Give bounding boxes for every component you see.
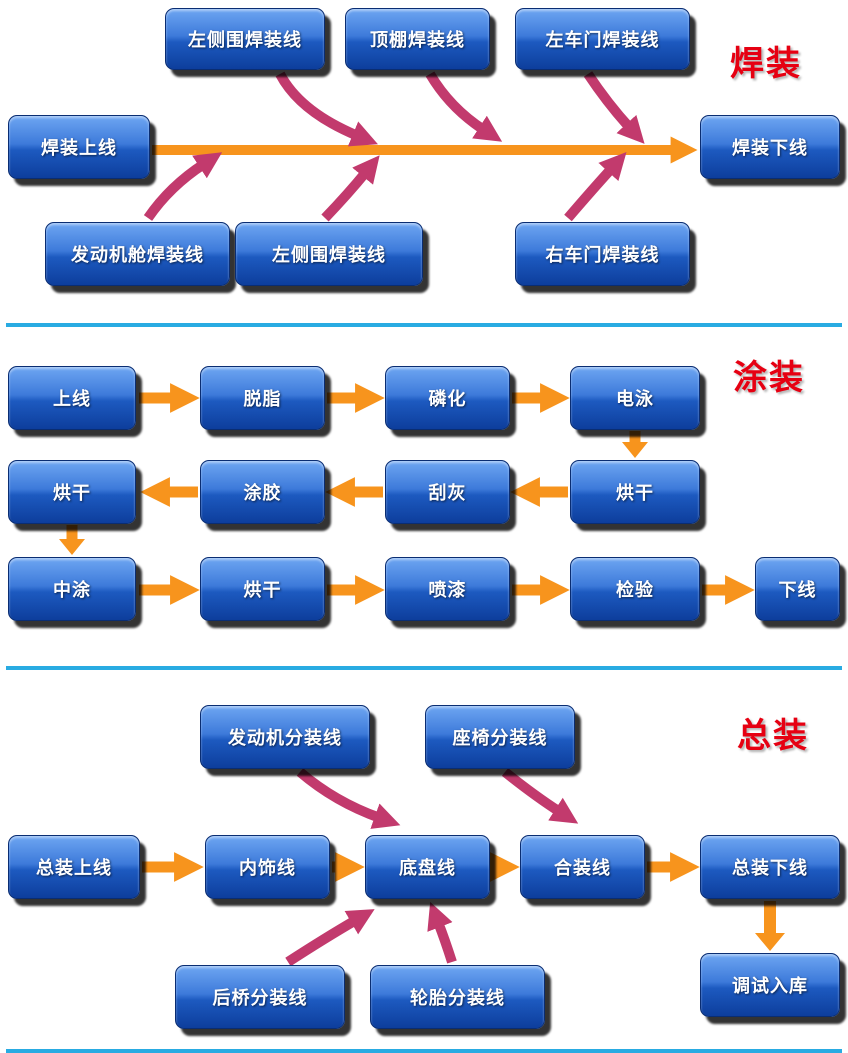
node-weld-right-door: 右车门焊装线 xyxy=(515,222,690,286)
node-paint-dry-3: 烘干 xyxy=(200,557,325,621)
node-paint-dry-2: 烘干 xyxy=(8,460,136,524)
node-asm-final-storage: 调试入库 xyxy=(700,953,840,1017)
arrow-weld-left-door xyxy=(583,71,645,144)
node-paint-phosphate: 磷化 xyxy=(385,366,510,430)
divider-bottom xyxy=(6,1049,842,1053)
node-asm-line-off: 总装下线 xyxy=(700,835,840,899)
divider-welding-painting xyxy=(6,323,842,327)
node-weld-line-off: 焊装下线 xyxy=(700,115,840,179)
section-label-assembly: 总装 xyxy=(737,717,809,755)
node-asm-line-on: 总装上线 xyxy=(8,835,140,899)
node-paint-scrape: 刮灰 xyxy=(385,460,510,524)
node-paint-on: 上线 xyxy=(8,366,136,430)
arrow-weld-roof xyxy=(425,71,503,142)
node-paint-degrease: 脱脂 xyxy=(200,366,325,430)
arrow-asm-engine-sub xyxy=(296,768,401,829)
node-paint-dry-1: 烘干 xyxy=(570,460,700,524)
node-paint-off: 下线 xyxy=(755,557,840,621)
node-paint-glue: 涂胶 xyxy=(200,460,325,524)
node-asm-engine-sub: 发动机分装线 xyxy=(200,705,370,769)
arrow-paint-down-2 xyxy=(59,525,85,555)
node-asm-tire-sub: 轮胎分装线 xyxy=(370,965,545,1029)
node-asm-axle-sub: 后桥分装线 xyxy=(175,965,345,1029)
arrow-asm-axle-sub xyxy=(285,909,375,967)
node-weld-left-door: 左车门焊装线 xyxy=(515,8,690,70)
section-label-painting: 涂装 xyxy=(733,359,805,397)
node-asm-interior: 内饰线 xyxy=(205,835,330,899)
node-asm-marriage: 合装线 xyxy=(520,835,645,899)
arrow-weld-right-door xyxy=(564,152,627,222)
node-paint-spray: 喷漆 xyxy=(385,557,510,621)
divider-painting-assembly xyxy=(6,666,842,670)
arrow-weld-top-left-side xyxy=(275,71,378,147)
arrow-asm-seat-sub xyxy=(501,768,579,824)
node-asm-chassis: 底盘线 xyxy=(365,835,490,899)
arrow-asm-tire-sub xyxy=(427,901,457,964)
node-weld-roof: 顶棚焊装线 xyxy=(345,8,490,70)
node-paint-inspect: 检验 xyxy=(570,557,700,621)
node-weld-line-on: 焊装上线 xyxy=(8,115,150,179)
node-weld-bottom-left-side: 左侧围焊装线 xyxy=(235,222,423,286)
node-asm-seat-sub: 座椅分装线 xyxy=(425,705,575,769)
arrow-weld-engine-bay xyxy=(143,152,223,221)
node-paint-electrophoresis: 电泳 xyxy=(570,366,700,430)
node-weld-top-left-side: 左侧围焊装线 xyxy=(165,8,325,70)
node-paint-midcoat: 中涂 xyxy=(8,557,136,621)
node-weld-engine-bay: 发动机舱焊装线 xyxy=(45,222,230,286)
arrow-weld-bottom-left-side xyxy=(321,155,380,222)
arrow-paint-down-1 xyxy=(622,431,648,458)
arrow-asm-down-final xyxy=(755,901,785,951)
section-label-welding: 焊装 xyxy=(730,45,802,83)
